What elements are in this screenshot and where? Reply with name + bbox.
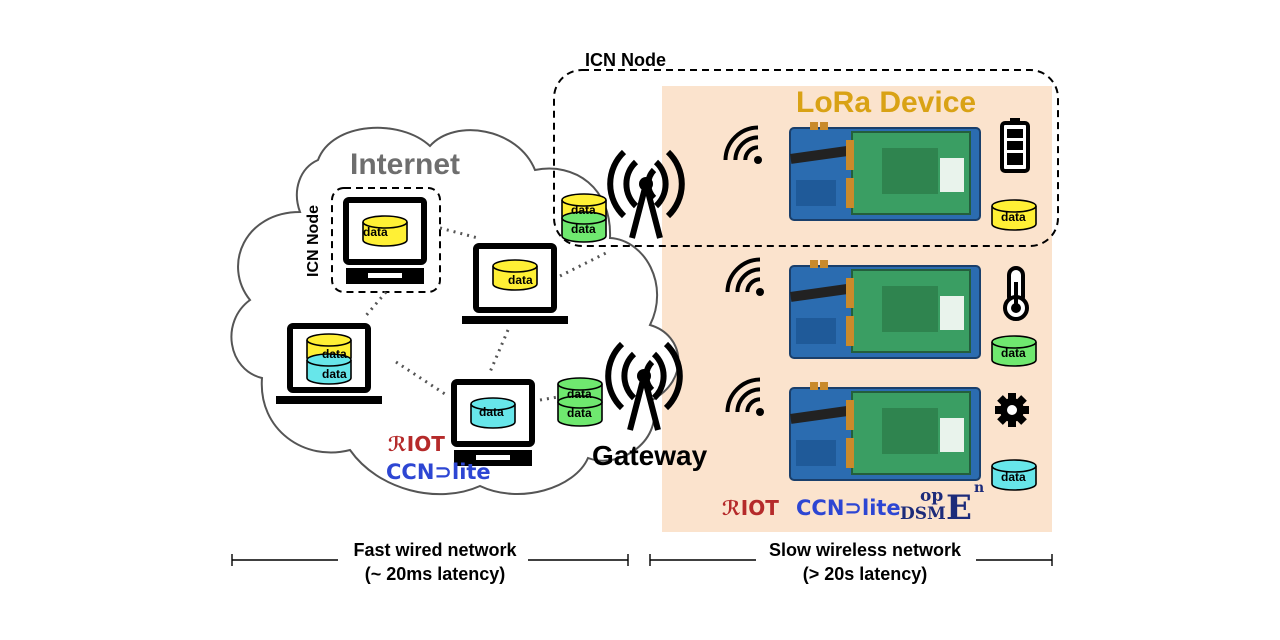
icn-node-label: ICN Node bbox=[585, 50, 666, 70]
opendsme-n: n bbox=[974, 480, 985, 496]
lora-board bbox=[789, 259, 981, 359]
icn-desktop-top bbox=[346, 200, 424, 284]
icn-node-box-large bbox=[553, 69, 1059, 247]
opendsme-dsm: DSM bbox=[900, 504, 946, 524]
internet-title: Internet bbox=[350, 148, 461, 181]
ccn-lite-logo: CCN⊃lite bbox=[796, 496, 901, 520]
data-label: data bbox=[571, 222, 596, 236]
data-label: data bbox=[508, 273, 533, 287]
thermometer-icon bbox=[1003, 266, 1029, 321]
opendsme-op: op bbox=[920, 486, 944, 506]
data-label: data bbox=[322, 347, 347, 361]
data-label: data bbox=[322, 367, 347, 381]
data-label: data bbox=[1001, 346, 1026, 360]
fast-network-caption: Fast wired network (~ 20ms latency) bbox=[315, 538, 555, 586]
data-label: data bbox=[567, 387, 592, 401]
footer-lines bbox=[231, 554, 1053, 566]
lora-board bbox=[789, 381, 981, 481]
laptop-left bbox=[276, 326, 382, 404]
fast-network-title: Fast wired network bbox=[353, 540, 517, 560]
riot-logo: ℛIOT bbox=[722, 496, 779, 520]
ccn-lite-logo: CCN⊃lite bbox=[386, 460, 491, 484]
icn-node-label-vertical: ICN Node bbox=[305, 205, 322, 277]
slow-network-caption: Slow wireless network (> 20s latency) bbox=[745, 538, 985, 586]
fast-network-latency: (~ 20ms latency) bbox=[364, 564, 506, 584]
desktop-bottom bbox=[454, 382, 532, 466]
opendsme-e: E bbox=[946, 488, 972, 528]
data-label: data bbox=[479, 405, 504, 419]
slow-network-latency: (> 20s latency) bbox=[802, 564, 928, 584]
data-label: data bbox=[567, 406, 592, 420]
lora-board bbox=[789, 121, 981, 221]
riot-logo: ℛIOT bbox=[388, 432, 445, 456]
data-label: data bbox=[571, 203, 596, 217]
data-label: data bbox=[363, 225, 388, 239]
data-label: data bbox=[1001, 470, 1026, 484]
lora-device-title: LoRa Device bbox=[796, 86, 977, 119]
gear-icon bbox=[995, 393, 1029, 427]
gateway-label: Gateway bbox=[592, 440, 708, 471]
slow-network-title: Slow wireless network bbox=[768, 540, 962, 560]
network-links bbox=[362, 226, 609, 402]
data-label: data bbox=[1001, 210, 1026, 224]
battery-icon bbox=[1000, 118, 1030, 173]
